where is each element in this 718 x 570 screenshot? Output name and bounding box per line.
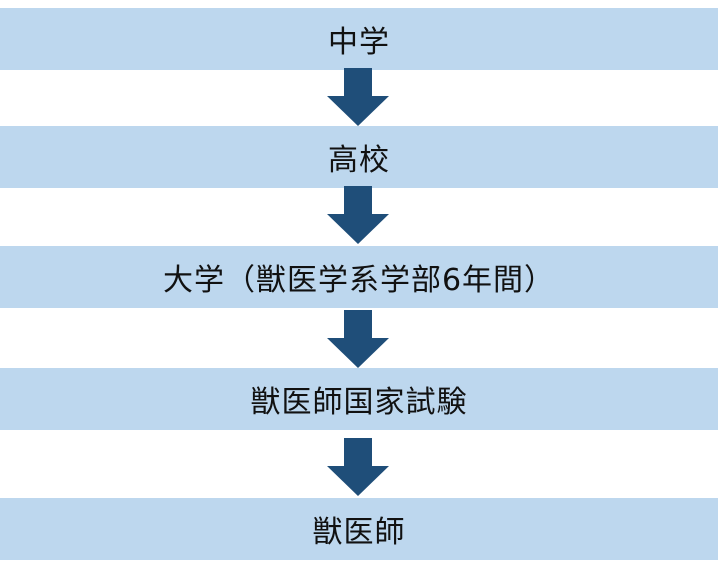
down-arrow-icon	[327, 310, 389, 368]
step-high-school: 高校	[0, 126, 718, 188]
step-university: 大学（獣医学系学部6年間）	[0, 246, 718, 308]
step-label: 獣医師	[312, 515, 406, 550]
step-label: 獣医師国家試験	[250, 385, 468, 420]
step-veterinarian: 獣医師	[0, 498, 718, 560]
down-arrow-icon	[327, 438, 389, 496]
step-junior-high: 中学	[0, 8, 718, 70]
down-arrow-icon	[327, 186, 389, 244]
down-arrow-icon	[327, 68, 389, 126]
step-national-exam: 獣医師国家試験	[0, 368, 718, 430]
step-label: 高校	[328, 143, 390, 178]
step-label: 中学	[328, 25, 390, 60]
step-label: 大学（獣医学系学部6年間）	[162, 263, 556, 298]
